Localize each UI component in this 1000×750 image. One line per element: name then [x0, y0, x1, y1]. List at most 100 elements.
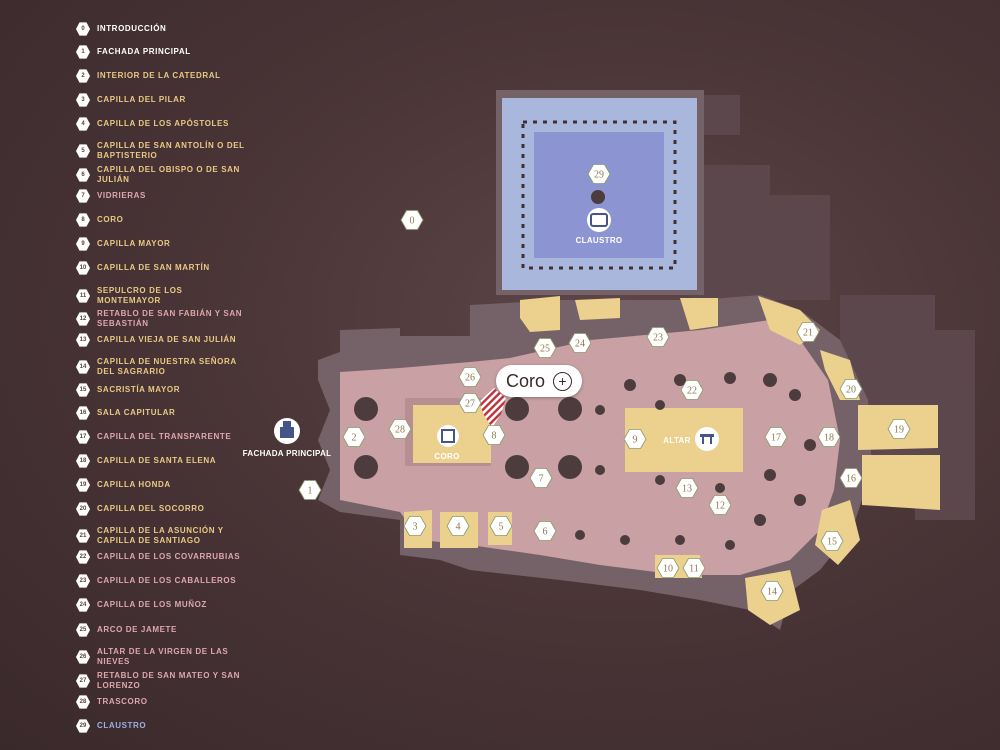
marker-hex-icon — [680, 380, 704, 400]
legend-label: VIDRIERAS — [97, 191, 146, 200]
marker-number: 17 — [771, 433, 781, 444]
map-marker-28[interactable]: 28 — [388, 419, 412, 439]
coro-icon[interactable] — [437, 425, 459, 447]
pillars — [354, 190, 816, 550]
legend-hex-icon: 0 — [76, 22, 90, 36]
marker-hex-icon — [298, 480, 322, 500]
legend-label: CAPILLA DE SAN ANTOLÍN O DEL BAPTISTERIO — [97, 141, 245, 160]
map-marker-4[interactable]: 4 — [446, 516, 470, 536]
marker-number: 19 — [894, 425, 904, 436]
map-marker-0[interactable]: 0 — [400, 210, 424, 230]
map-marker-14[interactable]: 14 — [760, 581, 784, 601]
legend-hex-icon: 6 — [76, 168, 90, 182]
legend-label: CLAUSTRO — [97, 721, 147, 730]
marker-number: 14 — [767, 587, 777, 598]
marker-number: 22 — [687, 386, 697, 397]
map-marker-25[interactable]: 25 — [533, 338, 557, 358]
map-marker-15[interactable]: 15 — [820, 531, 844, 551]
legend-label: RETABLO DE SAN FABIÁN Y SAN SEBASTIÁN — [97, 309, 243, 328]
map-marker-9[interactable]: 9 — [623, 429, 647, 449]
coro-tooltip[interactable]: Coro + — [496, 365, 582, 397]
map-marker-5[interactable]: 5 — [489, 516, 513, 536]
map-marker-26[interactable]: 26 — [458, 367, 482, 387]
marker-number: 23 — [653, 333, 663, 344]
map-marker-12[interactable]: 12 — [708, 495, 732, 515]
coro-selection-hatch[interactable] — [479, 388, 506, 428]
marker-hex-icon — [887, 419, 911, 439]
marker-number: 0 — [410, 216, 415, 227]
map-marker-2[interactable]: 2 — [342, 427, 366, 447]
map-marker-11[interactable]: 11 — [682, 558, 706, 578]
plus-icon[interactable]: + — [553, 371, 572, 391]
map-marker-13[interactable]: 13 — [675, 478, 699, 498]
marker-number: 28 — [395, 425, 405, 436]
marker-hex-icon — [820, 531, 844, 551]
map-marker-17[interactable]: 17 — [764, 427, 788, 447]
map-marker-6[interactable]: 6 — [533, 521, 557, 541]
map-marker-23[interactable]: 23 — [646, 327, 670, 347]
legend-hex-icon: 25 — [76, 623, 90, 637]
map-marker-18[interactable]: 18 — [817, 427, 841, 447]
marker-hex-icon — [839, 468, 863, 488]
legend-label: CAPILLA DE LOS COVARRUBIAS — [97, 552, 241, 561]
map-marker-24[interactable]: 24 — [568, 333, 592, 353]
map-marker-20[interactable]: 20 — [839, 379, 863, 399]
map-marker-7[interactable]: 7 — [529, 468, 553, 488]
map-marker-1[interactable]: 1 — [298, 480, 322, 500]
map-marker-27[interactable]: 27 — [458, 393, 482, 413]
legend-hex-icon: 28 — [76, 695, 90, 709]
marker-number: 18 — [824, 433, 834, 444]
map-marker-21[interactable]: 21 — [796, 322, 820, 342]
marker-hex-icon — [817, 427, 841, 447]
marker-number: 6 — [543, 527, 548, 538]
legend-hex-icon: 15 — [76, 383, 90, 397]
legend-hex-icon: 13 — [76, 333, 90, 347]
marker-hex-icon — [403, 516, 427, 536]
altar-icon[interactable] — [695, 427, 719, 451]
map-marker-3[interactable]: 3 — [403, 516, 427, 536]
legend-label: CAPILLA DEL SOCORRO — [97, 504, 205, 513]
legend-hex-icon: 8 — [76, 213, 90, 227]
legend-hex-icon: 11 — [76, 289, 90, 303]
map-marker-19[interactable]: 19 — [887, 419, 911, 439]
map-marker-22[interactable]: 22 — [680, 380, 704, 400]
map-marker-8[interactable]: 8 — [482, 425, 506, 445]
map-marker-10[interactable]: 10 — [656, 558, 680, 578]
map-marker-16[interactable]: 16 — [839, 468, 863, 488]
map-marker-29[interactable]: 29 — [587, 164, 611, 184]
fachada-principal-icon[interactable] — [274, 418, 300, 444]
legend-label: CAPILLA DE LOS APÓSTOLES — [97, 119, 229, 128]
legend-hex-icon: 10 — [76, 261, 90, 275]
claustro-icon[interactable] — [587, 208, 611, 232]
